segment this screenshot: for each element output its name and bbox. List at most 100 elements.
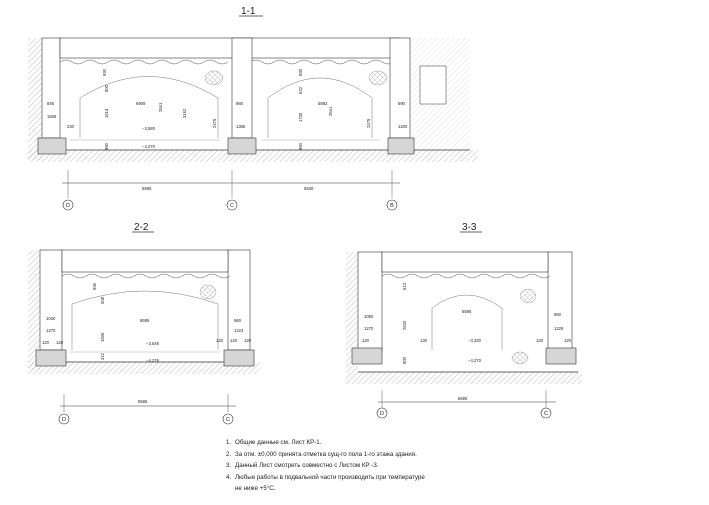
- dim-label: 1200: [398, 124, 408, 129]
- axis-label: C: [544, 411, 548, 417]
- dim-label: −3,580: [142, 126, 156, 131]
- dimensions: 1030 1270 120 120 936 508 6595 1606 312 …: [42, 282, 252, 363]
- axis-marker: [386, 199, 398, 211]
- dim-label: 6909: [136, 101, 146, 106]
- dim-label: −4,270: [142, 144, 156, 149]
- dim-label: 120: [536, 338, 544, 343]
- dim-label: 930: [102, 68, 107, 76]
- soil-hatch: [28, 38, 42, 160]
- axis-marker: [376, 407, 388, 419]
- dim-label: 120: [216, 338, 224, 343]
- footing: [545, 347, 577, 365]
- footing: [37, 137, 67, 155]
- dim-label: −4,276: [146, 358, 160, 363]
- axis-label: B: [390, 203, 394, 209]
- axis-marker: [62, 199, 74, 211]
- footing: [387, 137, 415, 155]
- note-item: 1.Общие данные см. Лист КР-1.: [226, 439, 322, 446]
- axis-marker: [222, 413, 234, 425]
- dim-label: 800: [104, 84, 109, 92]
- dim-label: 1223: [234, 328, 244, 333]
- axis-dim-label: 6595: [138, 399, 148, 404]
- section-title: 3-3: [462, 222, 477, 233]
- dim-label: 900: [402, 356, 407, 364]
- axis-marker: [540, 407, 552, 419]
- arch: [267, 77, 373, 138]
- dim-label: 2641: [158, 102, 163, 112]
- dim-label: 6595: [462, 309, 472, 314]
- floor-slab: [61, 249, 229, 273]
- dim-label: 622: [298, 86, 303, 94]
- dim-label: 130: [420, 338, 428, 343]
- dim-label: 120: [42, 340, 50, 345]
- dim-label: 120: [362, 338, 370, 343]
- wall: [227, 249, 251, 351]
- axis-dim-label: 6530: [304, 186, 314, 191]
- dim-label: 2640: [402, 320, 407, 330]
- dim-label: 1613: [104, 108, 109, 118]
- dim-label: 936: [92, 282, 97, 290]
- section-2-2: 2-2 1030 1270 120 120 936 508 6595 1606 …: [28, 222, 260, 425]
- dim-label: 120: [244, 338, 252, 343]
- axis-marker: [58, 413, 70, 425]
- dim-label: 1606: [100, 332, 105, 342]
- note-item: 3.Данный Лист смотреть совместно с Листо…: [226, 462, 379, 470]
- dim-label: 2641: [328, 106, 333, 116]
- section-title: 2-2: [134, 222, 149, 233]
- wall: [39, 249, 63, 351]
- dim-label: 1229: [554, 326, 564, 331]
- dimensions: 1050 1270 120 613 2640 130 6595 −3,330 9…: [362, 282, 572, 364]
- dim-label: 690: [398, 101, 406, 106]
- axis-label: D: [62, 417, 66, 423]
- dim-label: 960: [234, 318, 242, 323]
- section-title: 1-1: [241, 6, 256, 17]
- dim-label: 5892: [318, 101, 328, 106]
- arch: [71, 290, 219, 350]
- axis-marker: [226, 199, 238, 211]
- dim-label: −4,270: [468, 358, 482, 363]
- dim-label: 890: [298, 142, 303, 150]
- dim-label: −3,546: [146, 341, 160, 346]
- footing: [227, 137, 257, 155]
- general-notes: 1.Общие данные см. Лист КР-1. 2.За отм. …: [226, 437, 425, 495]
- axis-dim-label: 6595: [458, 396, 468, 401]
- axis-label: C: [230, 203, 234, 209]
- dim-label: 120: [564, 338, 572, 343]
- ground-hatch: [28, 150, 478, 162]
- dim-label: 1030: [46, 316, 56, 321]
- axis-label: D: [66, 203, 70, 209]
- dim-label: 2475: [366, 118, 371, 128]
- dim-label: −3,330: [468, 338, 482, 343]
- dim-label: 312: [100, 352, 105, 360]
- dim-label: 1365: [236, 124, 246, 129]
- arch: [79, 76, 219, 138]
- dim-label: 1050: [364, 314, 374, 319]
- section-1-1: 1-1 846 1506 230 930: [28, 6, 478, 211]
- note-continuation: не ниже +5°С.: [235, 485, 276, 493]
- footing: [223, 349, 255, 367]
- dimensions: 846 1506 230 930 800 6909 1613 2641 3162…: [47, 68, 408, 150]
- footing: [351, 347, 383, 365]
- axis-label: C: [226, 417, 230, 423]
- dim-label: 1270: [46, 328, 56, 333]
- dim-label: 120: [56, 340, 64, 345]
- floor-slab: [59, 37, 401, 59]
- dim-label: 960: [554, 312, 562, 317]
- footing: [35, 349, 67, 367]
- note-item: 2.За отм. ±0,000 принята отметка сущ-го …: [226, 450, 417, 458]
- note-item: 4.Любые работы в подвальной части произв…: [226, 473, 425, 481]
- dim-label: 6595: [140, 318, 150, 323]
- dim-label: 890: [104, 142, 109, 150]
- floor-slab: [381, 251, 549, 273]
- dim-label: 2475: [212, 118, 217, 128]
- axis-dim-label: 6595: [142, 186, 152, 191]
- pillar: [231, 37, 253, 139]
- section-3-3: 3-3 1050 1270 120 613 2640 130 6595 −3,3…: [346, 222, 582, 419]
- wall: [357, 251, 383, 353]
- arch: [431, 294, 503, 350]
- dim-label: 613: [402, 282, 407, 290]
- axis-label: D: [380, 411, 384, 417]
- dim-label: 1506: [47, 114, 57, 119]
- wall: [547, 251, 573, 353]
